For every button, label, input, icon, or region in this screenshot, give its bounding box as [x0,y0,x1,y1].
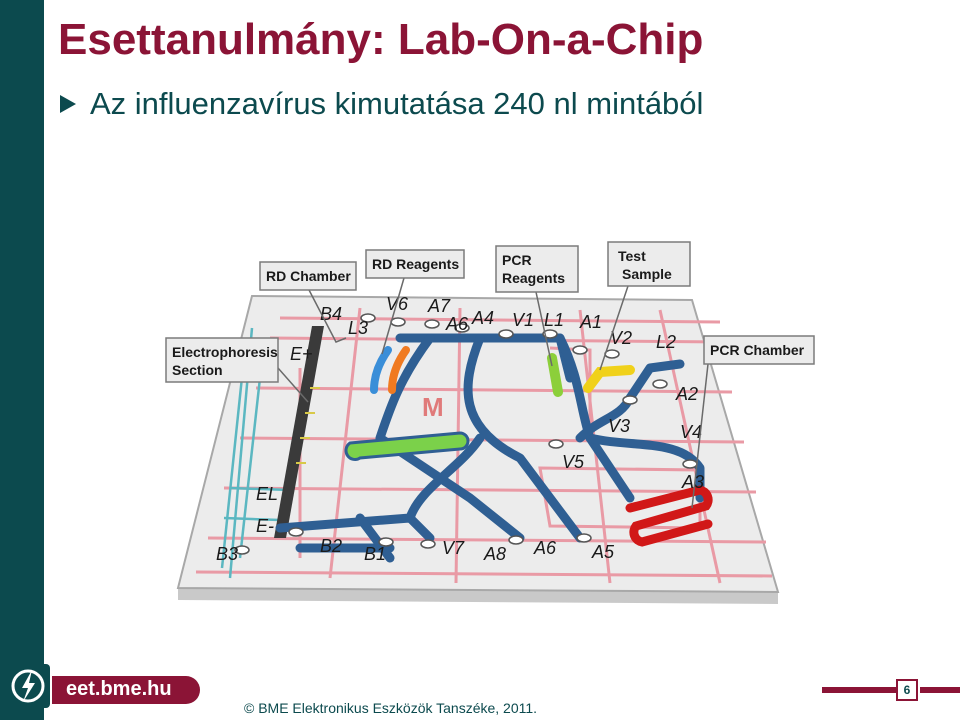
bme-logo [6,664,50,708]
label-B4: B4 [320,304,342,324]
label-E-plus: E+ [290,344,313,364]
label-A5: A5 [591,542,615,562]
slide-title: Esettanulmány: Lab-On-a-Chip [58,15,704,64]
label-V7: V7 [442,538,465,558]
label-A6-bottom: A6 [533,538,557,558]
footer-copyright: © BME Elektronikus Eszközök Tanszéke, 20… [244,700,538,716]
rd-chamber-loop [344,431,470,461]
pcr-chamber-serpentine [625,485,713,547]
pcr-reagent-segment [547,353,563,397]
bullet-text: Az influenzavírus kimutatása 240 nl mint… [90,86,704,121]
page-number: 6 [896,679,918,701]
label-A6-top: A6 [445,314,469,334]
label-V3: V3 [608,416,630,436]
label-EL: EL [256,484,278,504]
sample-segment [583,365,635,393]
label-V4: V4 [680,422,702,442]
lightning-logo-icon [11,669,45,703]
callout-test-sample-line2: Sample [622,266,672,282]
callout-rd-chamber-text: RD Chamber [266,268,351,284]
callout-pcr-reagents: PCR Reagents [495,245,579,293]
label-A2: A2 [675,384,698,404]
callout-test-sample-line1: Test [618,248,646,264]
electrophoresis-column [274,326,324,538]
callout-pcr-chamber: PCR Chamber [703,335,815,365]
label-V6: V6 [386,294,409,314]
callout-test-sample: Test Sample [607,241,691,287]
callout-pcr-chamber-text: PCR Chamber [710,342,805,358]
label-V5: V5 [562,452,585,472]
callout-rd-chamber: RD Chamber [259,261,357,291]
callout-pcr-reagents-line1: PCR [502,252,532,268]
label-L1: L1 [544,310,564,330]
blue-reagent-segment [370,346,392,394]
chip-labels: B4 L3 V6 A7 A6 A4 V1 L1 A1 V2 L2 E+ A2 V… [216,294,704,564]
label-B2: B2 [320,536,342,556]
electrophoresis-bands [296,387,320,464]
label-L3: L3 [348,318,368,338]
label-V1: V1 [512,310,534,330]
callout-pcr-reagents-line2: Reagents [502,270,565,286]
left-sidebar-band [0,0,44,720]
brand-text: eet.bme.hu [66,678,172,700]
callout-rd-reagents-text: RD Reagents [372,256,459,272]
electrophoresis-traces [220,327,291,579]
page-number-line-right [920,687,960,693]
callout-electrophoresis: Electrophoresis Section [165,337,279,383]
callout-electrophoresis-line1: Electrophoresis [172,344,278,360]
brand-link[interactable]: eet.bme.hu [52,676,200,704]
label-A1: A1 [579,312,602,332]
label-B1: B1 [364,544,386,564]
chip-valves [234,313,698,555]
label-V2: V2 [610,328,632,348]
page-number-line-left [822,687,896,693]
label-L2: L2 [656,332,676,352]
bullet-item: Az influenzavírus kimutatása 240 nl mint… [60,86,703,122]
label-B3: B3 [216,544,238,564]
label-A7: A7 [427,296,451,316]
chip-m-mark: M [422,392,444,422]
callout-leader-lines [277,277,709,509]
orange-reagent-segment [388,346,410,394]
label-E-minus: E- [256,516,274,536]
label-A3: A3 [681,472,704,492]
label-A8: A8 [483,544,506,564]
lab-on-chip-figure: M B4 L3 V6 A7 A6 A4 V1 L1 A1 V2 L2 E+ [165,241,815,604]
callout-rd-reagents: RD Reagents [365,249,465,279]
microfluidic-channels [275,333,705,563]
label-A4: A4 [471,308,494,328]
callout-electrophoresis-line2: Section [172,362,223,378]
bullet-arrow-icon [60,95,76,113]
